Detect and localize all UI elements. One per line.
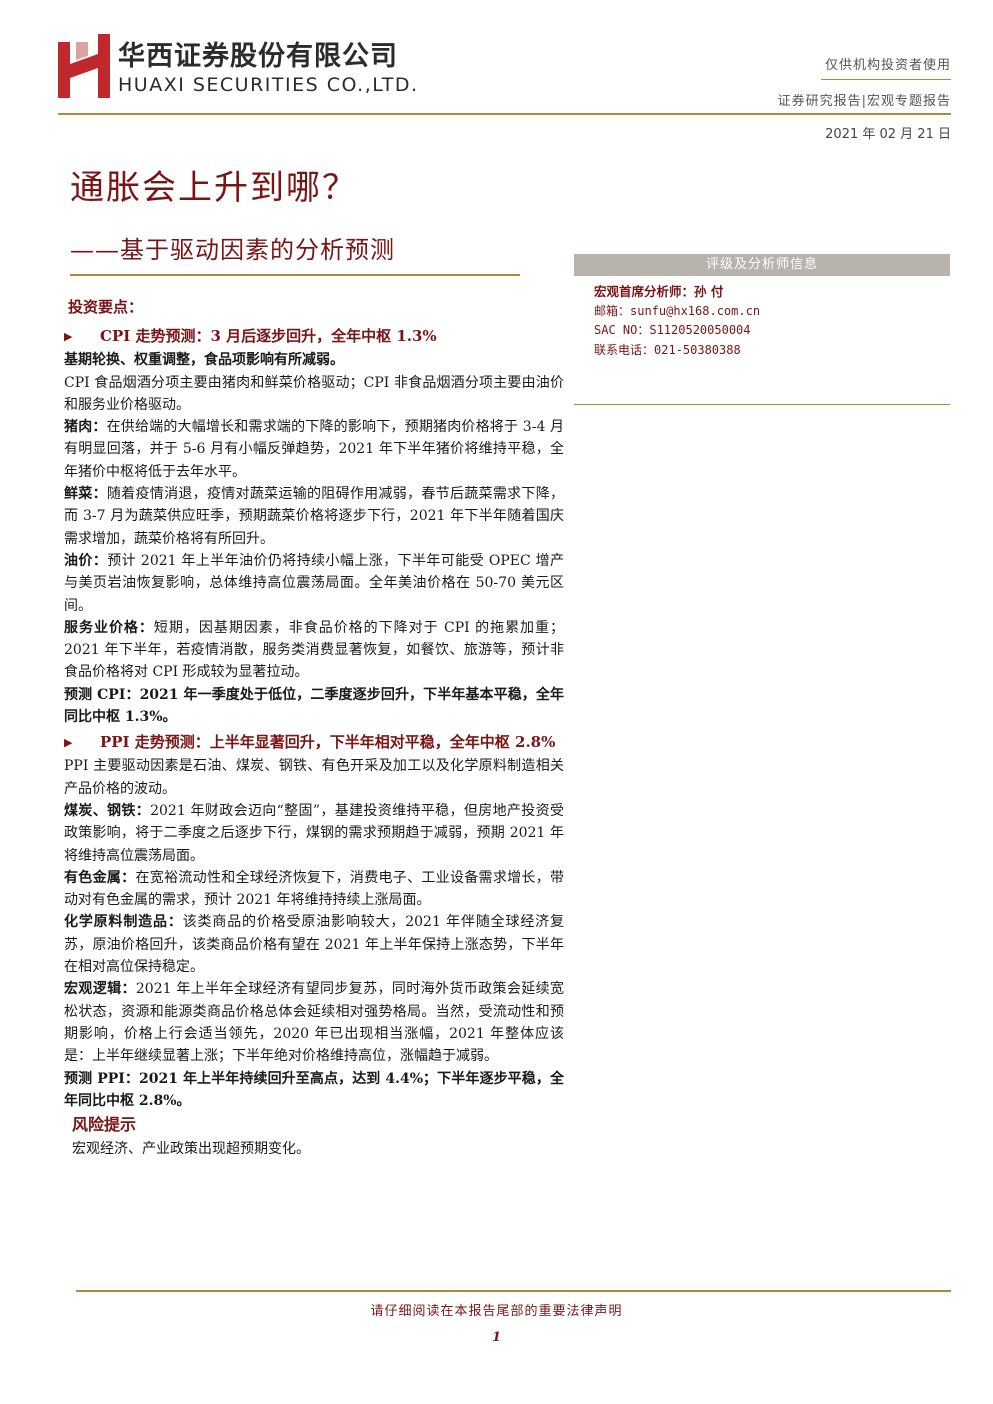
chem-label: 化学原料制造品： bbox=[64, 914, 183, 931]
title-divider bbox=[70, 274, 520, 276]
company-name-en: HUAXI SECURITIES CO.,LTD. bbox=[118, 74, 419, 96]
chem-paragraph: 化学原料制造品：该类商品的价格受原油影响较大，2021 年伴随全球经济复苏，原油… bbox=[64, 911, 564, 978]
coal-paragraph: 煤炭、钢铁：2021 年财政会迈向“整固”，基建投资维持平稳，但房地产投资受政策… bbox=[64, 800, 564, 867]
legal-notice: 请仔细阅读在本报告尾部的重要法律声明 bbox=[370, 1304, 623, 1319]
service-paragraph: 服务业价格：短期，因基期因素，非食品价格的下降对于 CPI 的拖累加重；2021… bbox=[64, 617, 564, 684]
triangle-right-icon: ▶ bbox=[64, 330, 73, 344]
analyst-info-heading: 评级及分析师信息 bbox=[574, 254, 950, 276]
macro-text: 2021 年上半年全球经济有望同步复苏，同时海外货币政策会延续宽松状态，资源和能… bbox=[64, 981, 565, 1065]
analyst-phone: 联系电话：021-50380388 bbox=[594, 342, 741, 357]
pork-label: 猪肉： bbox=[64, 419, 107, 436]
analyst-email: 邮箱：sunfu@hx168.com.cn bbox=[594, 303, 761, 318]
cpi-intro: CPI 食品烟酒分项主要由猪肉和鲜菜价格驱动；CPI 非食品烟酒分项主要由油价和… bbox=[64, 374, 564, 413]
oil-label: 油价： bbox=[64, 552, 108, 569]
pork-text: 在供给端的大幅增长和需求端的下降的影响下，预期猪肉价格将于 3-4 月有明显回落… bbox=[64, 419, 564, 480]
analyst-sac: SAC NO：S1120520050004 bbox=[594, 323, 751, 337]
service-text: 短期，因基期因素，非食品价格的下降对于 CPI 的拖累加重；2021 年下半年，… bbox=[64, 619, 565, 681]
analyst-name: 宏观首席分析师：孙 付 bbox=[594, 284, 724, 299]
section-title: 投资要点： bbox=[68, 298, 144, 316]
ppi-bullet: ▶ PPI 走势预测：上半年显著回升，下半年相对平稳，全年中枢 2.8% bbox=[64, 730, 564, 755]
macro-paragraph: 宏观逻辑：2021 年上半年全球经济有望同步复苏，同时海外货币政策会延续宽松状态… bbox=[64, 978, 564, 1067]
veg-paragraph: 鲜菜：随着疫情消退，疫情对蔬菜运输的阻碍作用减弱，春节后蔬菜需求下降，而 3-7… bbox=[64, 483, 564, 550]
service-label: 服务业价格： bbox=[64, 619, 154, 636]
cpi-forecast: 预测 CPI：2021 年一季度处于低位，二季度逐步回升，下半年基本平稳，全年同… bbox=[64, 686, 564, 726]
triangle-right-icon: ▶ bbox=[64, 736, 73, 750]
macro-label: 宏观逻辑： bbox=[64, 981, 136, 998]
report-date: 2021 年 02 月 21 日 bbox=[825, 127, 951, 142]
ppi-forecast: 预测 PPI：2021 年上半年持续回升至高点，达到 4.4%；下半年逐步平稳，… bbox=[64, 1070, 564, 1109]
analyst-info-box: 评级及分析师信息 宏观首席分析师：孙 付 邮箱：sunfu@hx168.com.… bbox=[574, 254, 950, 405]
risk-title: 风险提示 bbox=[72, 1115, 137, 1135]
coal-text: 2021 年财政会迈向“整固”，基建投资维持平稳，但房地产投资受政策影响，将于二… bbox=[64, 802, 564, 864]
coal-label: 煤炭、钢铁： bbox=[64, 802, 151, 819]
cpi-bullet: ▶ CPI 走势预测：3 月后逐步回升，全年中枢 1.3% bbox=[64, 324, 564, 349]
metal-text: 在宽裕流动性和全球经济恢复下，消费电子、工业设备需求增长，带动对有色金属的需求，… bbox=[64, 869, 565, 909]
oil-text: 预计 2021 年上半年油价仍将持续小幅上涨，下半年可能受 OPEC 增产与美页… bbox=[64, 552, 564, 614]
company-logo: 华西证券股份有限公司 HUAXI SECURITIES CO.,LTD. bbox=[58, 30, 458, 102]
pork-paragraph: 猪肉：在供给端的大幅增长和需求端的下降的影响下，预期猪肉价格将于 3-4 月有明… bbox=[64, 416, 564, 483]
oil-paragraph: 油价：预计 2021 年上半年油价仍将持续小幅上涨，下半年可能受 OPEC 增产… bbox=[64, 550, 564, 617]
page-number: 1 bbox=[491, 1330, 502, 1345]
investment-highlights: 投资要点： ▶ CPI 走势预测：3 月后逐步回升，全年中枢 1.3% 基期轮换… bbox=[64, 296, 564, 1161]
veg-text: 随着疫情消退，疫情对蔬菜运输的阻碍作用减弱，春节后蔬菜需求下降，而 3-7 月为… bbox=[64, 486, 565, 547]
metal-paragraph: 有色金属：在宽裕流动性和全球经济恢复下，消费电子、工业设备需求增长，带动对有色金… bbox=[64, 867, 564, 912]
ppi-bullet-text: PPI 走势预测：上半年显著回升，下半年相对平稳，全年中枢 2.8% bbox=[100, 733, 556, 752]
company-name-cn: 华西证券股份有限公司 bbox=[118, 41, 398, 72]
chem-text: 该类商品的价格受原油影响较大，2021 年伴随全球经济复苏，原油价格回升，该类商… bbox=[64, 914, 565, 976]
report-subtitle: ——基于驱动因素的分析预测 bbox=[70, 236, 395, 264]
ppi-intro: PPI 主要驱动因素是石油、煤炭、钢铁、有色开采及加工以及化学原料制造相关产品价… bbox=[64, 758, 564, 797]
cpi-bullet-text: CPI 走势预测：3 月后逐步回升，全年中枢 1.3% bbox=[100, 327, 437, 346]
report-type: 证券研究报告|宏观专题报告 bbox=[777, 94, 951, 109]
header-divider bbox=[58, 113, 951, 115]
veg-label: 鲜菜： bbox=[64, 486, 107, 503]
metal-label: 有色金属： bbox=[64, 869, 136, 886]
footer-divider bbox=[76, 1290, 951, 1292]
header-divider-short bbox=[821, 79, 951, 80]
report-title: 通胀会上升到哪？ bbox=[70, 168, 358, 208]
risk-text: 宏观经济、产业政策出现超预期变化。 bbox=[72, 1141, 310, 1158]
cpi-subheading: 基期轮换、权重调整，食品项影响有所减弱。 bbox=[64, 352, 344, 369]
huaxi-logo-icon bbox=[58, 34, 110, 98]
audience-note: 仅供机构投资者使用 bbox=[824, 58, 951, 73]
